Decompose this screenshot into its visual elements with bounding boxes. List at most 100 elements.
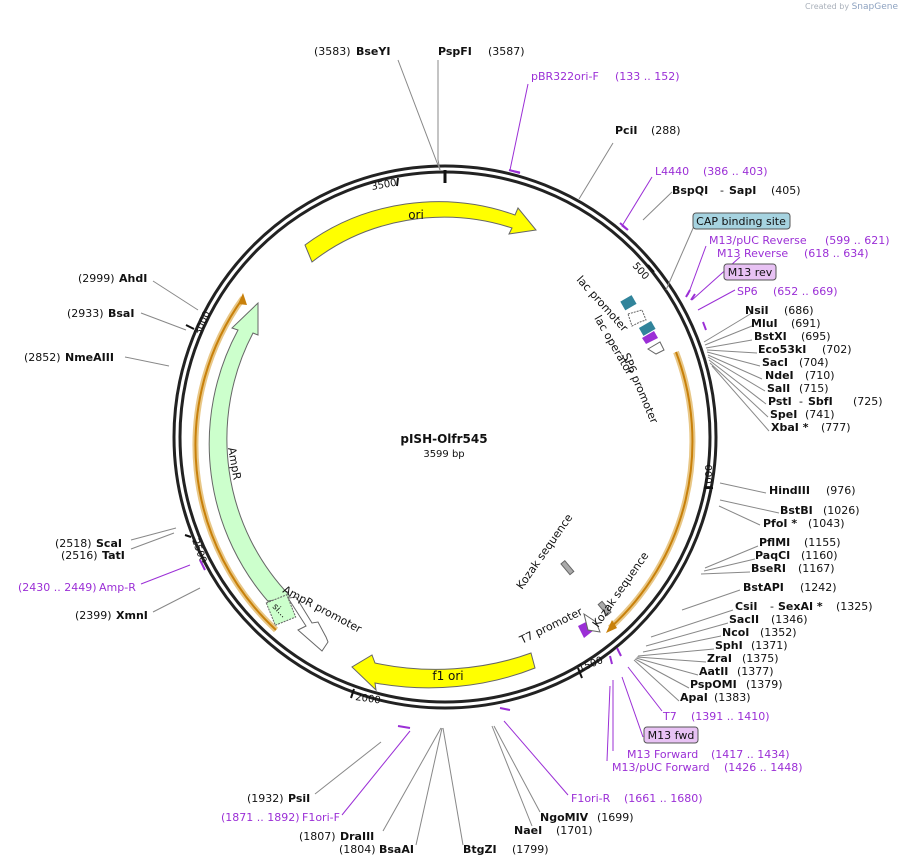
enzyme-sacii: SacII(1346): [729, 613, 808, 626]
svg-text:SP6: SP6: [737, 285, 758, 298]
enzyme-leader-lines: [124, 59, 780, 846]
svg-text:(1371): (1371): [751, 639, 788, 652]
svg-text:(704): (704): [799, 356, 829, 369]
svg-text:(1242): (1242): [800, 581, 837, 594]
ampr-promoter-short-box: [265, 594, 297, 626]
enzyme-ndei: NdeI(710): [765, 369, 835, 382]
primer-amp-r: (2430 .. 2449)Amp-R: [18, 581, 136, 594]
svg-text:(1799): (1799): [512, 843, 549, 856]
tick-3000: 3000: [193, 309, 213, 337]
snapgene-logo: SnapGene: [851, 2, 898, 12]
svg-text:CAP binding site: CAP binding site: [696, 215, 786, 228]
svg-text:M13 Reverse: M13 Reverse: [717, 247, 788, 260]
svg-text:XmnI: XmnI: [116, 609, 148, 622]
svg-text:(741): (741): [805, 408, 835, 421]
t7-promoter-label: T7 promoter: [517, 605, 585, 647]
svg-text:(710): (710): [805, 369, 835, 382]
enzyme-pcii: PciI (288): [615, 124, 681, 137]
enzyme-bstbi: BstBI(1026): [780, 504, 860, 517]
svg-text:(1160): (1160): [801, 549, 838, 562]
svg-text:(1167): (1167): [798, 562, 835, 575]
svg-text:(715): (715): [799, 382, 829, 395]
f1-ori-label: f1 ori: [432, 669, 463, 683]
svg-text:(1699): (1699): [597, 811, 634, 824]
enzyme-beri: BseRI (1167): [751, 562, 835, 575]
svg-text:(386 .. 403): (386 .. 403): [703, 165, 768, 178]
primer-pbr322ori-f: pBR322ori-F(133 .. 152): [531, 70, 680, 83]
svg-text:(1155): (1155): [804, 536, 841, 549]
ori-feature: [304, 201, 537, 263]
svg-text:M13/pUC Forward: M13/pUC Forward: [612, 761, 710, 774]
primer-m13puc-reverse: M13/pUC Reverse(599 .. 621): [709, 234, 890, 247]
svg-text:BseRI: BseRI: [751, 562, 786, 575]
svg-text:AhdI: AhdI: [119, 272, 147, 285]
svg-text:Amp-R: Amp-R: [99, 581, 136, 594]
primer-f1ori-f: (1871 .. 1892)F1ori-F: [221, 811, 340, 824]
tick-3500: 3500: [371, 178, 398, 193]
svg-text:PspOMI: PspOMI: [690, 678, 737, 691]
tick-2500: 2500: [189, 537, 208, 565]
svg-text:(618 .. 634): (618 .. 634): [804, 247, 869, 260]
enzyme-naei: NaeI(1701): [514, 824, 593, 837]
svg-text:CsiI: CsiI: [735, 600, 757, 613]
svg-text:(652 .. 669): (652 .. 669): [773, 285, 838, 298]
svg-text:(2999): (2999): [78, 272, 115, 285]
svg-text:TatI: TatI: [102, 549, 125, 562]
enzyme-pspfi: PspFI (3587): [438, 45, 525, 58]
svg-text:BtgZI: BtgZI: [463, 843, 497, 856]
svg-text:PciI: PciI: [615, 124, 637, 137]
enzyme-pspomi: PspOMI(1379): [690, 678, 783, 691]
svg-text:NcoI: NcoI: [722, 626, 749, 639]
t7-promoter-feature: [583, 612, 601, 633]
svg-text:AatII: AatII: [699, 665, 728, 678]
svg-text:(1325): (1325): [836, 600, 873, 613]
svg-text:PfoI *: PfoI *: [763, 517, 797, 530]
svg-text:(695): (695): [801, 330, 831, 343]
enzyme-spei: SpeI(741): [770, 408, 835, 421]
svg-text:(1043): (1043): [808, 517, 845, 530]
enzyme-bspqi-sapi: BspQI - SapI (405): [672, 184, 801, 197]
orf-arrow-head-2: [238, 293, 247, 305]
svg-text:(2852): (2852): [24, 351, 61, 364]
enzyme-paqci: PaqCI(1160): [755, 549, 838, 562]
orf-arrow-head-1: [606, 620, 617, 633]
enzyme-bstapi: BstAPI(1242): [743, 581, 837, 594]
enzyme-csii-sexai: CsiI - SexAI * (1325): [735, 600, 873, 613]
svg-text:SexAI *: SexAI *: [778, 600, 823, 613]
svg-text:SalI: SalI: [767, 382, 790, 395]
svg-text:BsaI: BsaI: [108, 307, 134, 320]
enzyme-bsaai: (1804)BsaAI: [339, 843, 414, 856]
svg-text:(1417 .. 1434): (1417 .. 1434): [711, 748, 790, 761]
svg-text:(1026): (1026): [823, 504, 860, 517]
enzyme-sali: SalI (715): [767, 382, 829, 395]
svg-text:NmeAIII: NmeAIII: [65, 351, 114, 364]
enzyme-bstxi: BstXI(695): [754, 330, 831, 343]
svg-text:(686): (686): [784, 304, 814, 317]
enzyme-zrai: ZraI(1375): [707, 652, 779, 665]
enzyme-mlui: MluI(691): [751, 317, 821, 330]
svg-text:(2430 .. 2449): (2430 .. 2449): [18, 581, 97, 594]
enzyme-pfoi: PfoI * (1043): [763, 517, 845, 530]
svg-text:SacII: SacII: [729, 613, 759, 626]
ori-label: ori: [408, 208, 424, 222]
svg-text:NgoMIV: NgoMIV: [540, 811, 589, 824]
svg-text:Eco53kI: Eco53kI: [758, 343, 806, 356]
svg-text:NsiI: NsiI: [745, 304, 769, 317]
svg-text:(1701): (1701): [556, 824, 593, 837]
svg-text:(2399): (2399): [75, 609, 112, 622]
svg-text:(691): (691): [791, 317, 821, 330]
enzyme-saci: SacI(704): [762, 356, 829, 369]
svg-text:(1661 .. 1680): (1661 .. 1680): [624, 792, 703, 805]
tick-1500: 1500: [577, 655, 605, 675]
svg-text:M13 fwd: M13 fwd: [648, 729, 695, 742]
enzyme-btgzi: BtgZI (1799): [463, 843, 549, 856]
primer-sp6: SP6 (652 .. 669): [737, 285, 838, 298]
kozak1-label: Kozak sequence: [514, 511, 576, 591]
svg-text:SbfI: SbfI: [808, 395, 833, 408]
svg-text:ZraI: ZraI: [707, 652, 732, 665]
cap-binding-site-box: CAP binding site: [692, 212, 791, 230]
svg-text:PflMI: PflMI: [759, 536, 790, 549]
tick-1000: 1000: [704, 465, 715, 490]
svg-text:SphI: SphI: [715, 639, 743, 652]
sp6-promoter-label: SP6 promoter: [619, 351, 661, 426]
